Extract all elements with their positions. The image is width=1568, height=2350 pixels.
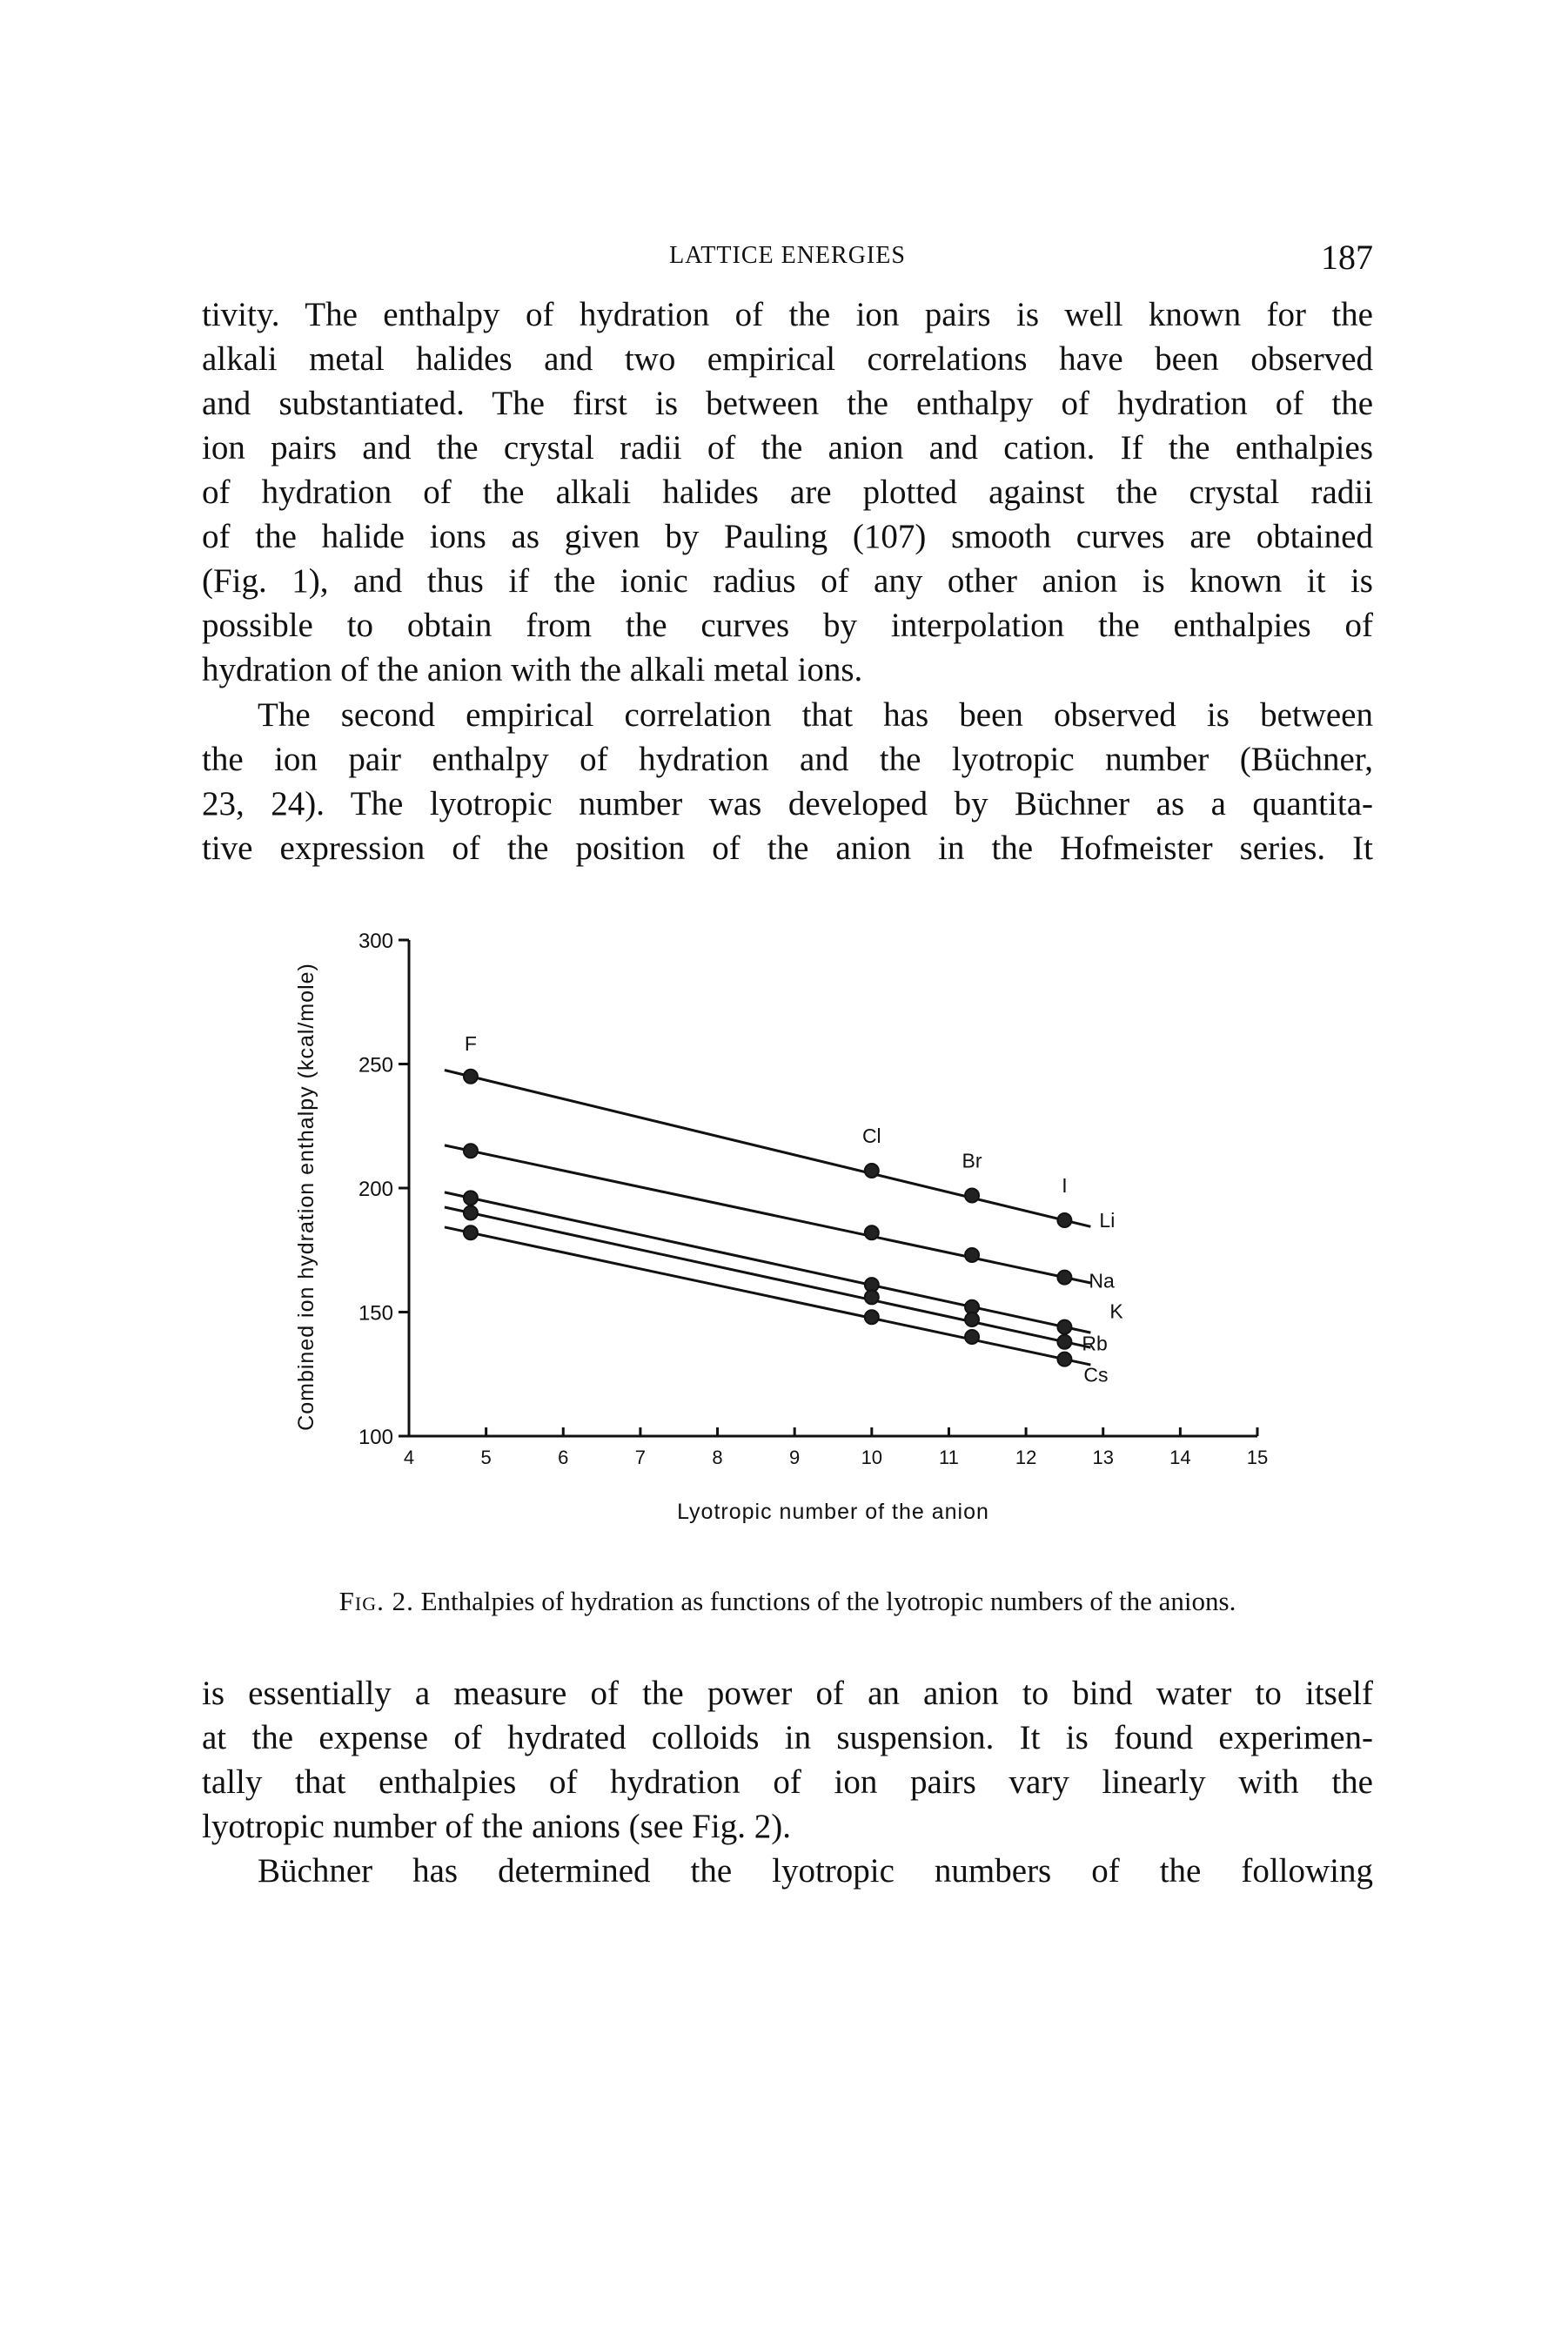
page-header: LATTICE ENERGIES 187 bbox=[202, 237, 1373, 289]
data-point-cs bbox=[863, 1309, 880, 1326]
text-line: tive expression of the position of the a… bbox=[202, 829, 1373, 867]
text-line: and substantiated. The first is between … bbox=[202, 385, 1373, 422]
enthalpy-lyotropic-chart: 100 150 200 250 300 4 5 6 7 8 9 10 11 12 13 14 15Lyotrop… bbox=[294, 930, 1268, 1524]
x-axis-label: Lyotropic number of the anion bbox=[677, 1500, 989, 1524]
data-point-k bbox=[462, 1190, 479, 1206]
text-line: hydration of the anion with the alkali m… bbox=[202, 651, 863, 688]
paragraph-3: is essentially a measure of the power of… bbox=[202, 1671, 1373, 1849]
running-head: LATTICE ENERGIES bbox=[669, 242, 906, 269]
x-tick-label: 12 bbox=[1015, 1447, 1036, 1468]
series-label-k: K bbox=[1109, 1300, 1123, 1323]
data-point-cs bbox=[1056, 1351, 1073, 1367]
anion-label-i: I bbox=[1062, 1174, 1067, 1197]
x-tick-label: 14 bbox=[1169, 1447, 1190, 1468]
x-tick-label: 8 bbox=[712, 1447, 722, 1468]
data-point-li bbox=[863, 1163, 880, 1179]
figure-caption-text: Enthalpies of hydration as functions of … bbox=[420, 1586, 1236, 1616]
x-tick-label: 15 bbox=[1247, 1447, 1268, 1468]
y-tick-label: 100 bbox=[358, 1426, 393, 1449]
anion-label-br: Br bbox=[962, 1150, 982, 1172]
series-line-na bbox=[444, 1144, 1091, 1285]
anion-label-f: F bbox=[465, 1032, 477, 1055]
data-point-na bbox=[863, 1225, 880, 1241]
text-line: Büchner has determined the lyotropic num… bbox=[258, 1852, 1373, 1890]
y-tick-label: 250 bbox=[358, 1054, 393, 1078]
series-label-rb: Rb bbox=[1082, 1333, 1107, 1355]
text-line: of the halide ions as given by Pauling (… bbox=[202, 518, 1373, 555]
series-line-k bbox=[444, 1191, 1091, 1334]
data-point-li bbox=[964, 1187, 981, 1204]
data-point-na bbox=[1056, 1269, 1073, 1286]
data-point-li bbox=[1056, 1212, 1073, 1229]
anion-label-cl: Cl bbox=[862, 1125, 881, 1147]
figure-caption: Fig. 2. Enthalpies of hydration as funct… bbox=[202, 1586, 1373, 1617]
y-axis-label: Combined ion hydration enthalpy (kcal/mo… bbox=[294, 963, 318, 1431]
text-line: (Fig. 1), and thus if the ionic radius o… bbox=[202, 562, 1373, 600]
y-tick-label: 150 bbox=[358, 1302, 393, 1326]
text-line: tally that enthalpies of hydration of io… bbox=[202, 1763, 1373, 1801]
data-point-li bbox=[462, 1068, 479, 1084]
text-line: ion pairs and the crystal radii of the a… bbox=[202, 429, 1373, 467]
data-point-na bbox=[964, 1246, 981, 1263]
x-tick-label: 7 bbox=[635, 1447, 646, 1468]
text-line: 23, 24). The lyotropic number was develo… bbox=[202, 785, 1373, 822]
series-label-na: Na bbox=[1089, 1270, 1115, 1292]
data-point-cs bbox=[964, 1329, 981, 1345]
data-point-cs bbox=[462, 1225, 479, 1241]
data-point-rb bbox=[462, 1205, 479, 1221]
y-tick-label: 200 bbox=[358, 1178, 393, 1201]
x-tick-label: 6 bbox=[558, 1447, 568, 1468]
data-point-rb bbox=[964, 1312, 981, 1328]
text-line: The second empirical correlation that ha… bbox=[258, 696, 1373, 734]
data-point-k bbox=[1056, 1319, 1073, 1335]
x-tick-label: 11 bbox=[939, 1447, 959, 1468]
text-line: alkali metal halides and two empirical c… bbox=[202, 340, 1373, 378]
text-line: of hydration of the alkali halides are p… bbox=[202, 473, 1373, 511]
text-line: the ion pair enthalpy of hydration and t… bbox=[202, 741, 1373, 778]
figure-label: Fig. 2. bbox=[338, 1586, 414, 1616]
paragraph-1: tivity. The enthalpy of hydration of the… bbox=[202, 292, 1373, 692]
data-point-rb bbox=[1056, 1333, 1073, 1350]
paragraph-2: The second empirical correlation that ha… bbox=[202, 693, 1373, 870]
data-point-na bbox=[462, 1143, 479, 1159]
series-line-li bbox=[444, 1069, 1091, 1228]
x-tick-label: 13 bbox=[1092, 1447, 1113, 1468]
data-point-rb bbox=[863, 1289, 880, 1306]
series-line-cs bbox=[444, 1225, 1091, 1366]
x-tick-label: 4 bbox=[404, 1447, 414, 1468]
text-line: lyotropic number of the anions (see Fig.… bbox=[202, 1808, 791, 1845]
page-number: 187 bbox=[1321, 238, 1373, 277]
paragraph-4: Büchner has determined the lyotropic num… bbox=[202, 1849, 1373, 1893]
series-label-cs: Cs bbox=[1083, 1364, 1108, 1386]
series-line-rb bbox=[444, 1205, 1091, 1349]
text-line: is essentially a measure of the power of… bbox=[202, 1675, 1373, 1712]
x-tick-label: 9 bbox=[789, 1447, 800, 1468]
y-tick-label: 300 bbox=[358, 930, 393, 953]
text-line: at the expense of hydrated colloids in s… bbox=[202, 1719, 1373, 1756]
text-line: possible to obtain from the curves by in… bbox=[202, 607, 1373, 644]
x-tick-label: 10 bbox=[861, 1447, 882, 1468]
text-line: tivity. The enthalpy of hydration of the… bbox=[202, 296, 1373, 333]
x-tick-label: 5 bbox=[481, 1447, 492, 1468]
series-label-li: Li bbox=[1099, 1209, 1115, 1232]
